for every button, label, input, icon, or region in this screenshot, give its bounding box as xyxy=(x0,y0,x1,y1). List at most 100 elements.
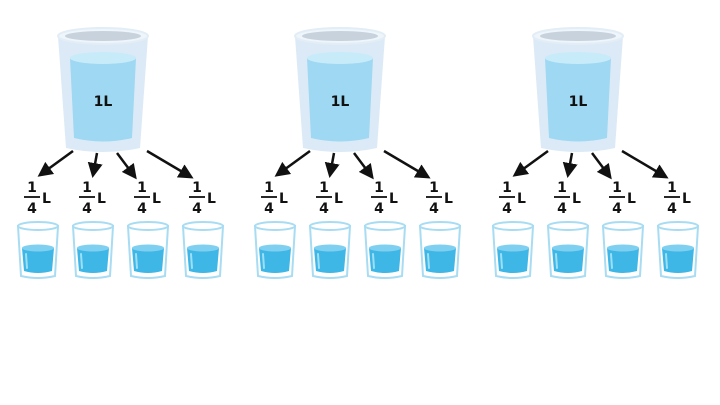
small-water-glass-icon xyxy=(126,221,170,279)
arrow-icon xyxy=(116,152,137,180)
fraction-denominator: 4 xyxy=(82,201,92,217)
small-glass-shine xyxy=(372,253,375,269)
small-glass-rim xyxy=(182,221,224,231)
small-glass-rim xyxy=(547,221,589,231)
small-water-glass-icon xyxy=(16,221,60,279)
portion-fraction: 14L xyxy=(316,180,343,217)
small-water-glass-icon xyxy=(418,221,462,279)
small-glass-shine xyxy=(190,253,193,269)
small-glass-water-surface xyxy=(132,244,164,252)
arrow-icon xyxy=(37,149,74,177)
fraction-unit: L xyxy=(444,191,453,207)
arrow-icon xyxy=(383,149,431,179)
small-water-glass-icon xyxy=(181,221,225,279)
big-glass-water xyxy=(307,58,373,142)
small-glass-shine xyxy=(610,253,613,269)
small-glass-water xyxy=(662,248,694,273)
portion-fraction: 14L xyxy=(554,180,581,217)
small-glass-water xyxy=(497,248,529,273)
small-glass-shine xyxy=(262,253,265,269)
small-water-glass-icon xyxy=(71,221,115,279)
small-glass-water-surface xyxy=(369,244,401,252)
small-glass-shine xyxy=(135,253,138,269)
small-glass-rim xyxy=(72,221,114,231)
fraction-unit: L xyxy=(572,191,581,207)
small-glass-shine xyxy=(80,253,83,269)
small-glass-rim xyxy=(492,221,534,231)
arrow-icon xyxy=(621,149,669,179)
fraction-denominator: 4 xyxy=(612,201,622,217)
fraction-numerator: 1 xyxy=(319,180,329,196)
small-glass-water-surface xyxy=(662,244,694,252)
small-glass-water xyxy=(187,248,219,273)
portion-fraction: 14L xyxy=(189,180,216,217)
portion-fraction: 14L xyxy=(261,180,288,217)
small-glass-water-surface xyxy=(77,244,109,252)
fraction-unit: L xyxy=(627,191,636,207)
fraction-numerator: 1 xyxy=(27,180,37,196)
small-water-glass-icon xyxy=(601,221,645,279)
small-glass-water xyxy=(259,248,291,273)
small-glass-rim xyxy=(602,221,644,231)
small-water-glass-icon xyxy=(656,221,700,279)
fraction-unit: L xyxy=(517,191,526,207)
fraction-numerator: 1 xyxy=(612,180,622,196)
fraction-numerator: 1 xyxy=(557,180,567,196)
water-glass-icon xyxy=(532,27,624,152)
big-glass-label: 1L xyxy=(331,94,350,110)
small-water-glass-icon xyxy=(546,221,590,279)
arrow-icon xyxy=(274,149,311,177)
small-glass-rim xyxy=(364,221,406,231)
water-glass-icon xyxy=(57,27,149,152)
small-glass-water xyxy=(314,248,346,273)
fraction-numerator: 1 xyxy=(192,180,202,196)
small-glass-water xyxy=(22,248,54,273)
fraction-unit: L xyxy=(42,191,51,207)
portion-fraction: 14L xyxy=(426,180,453,217)
fraction-unit: L xyxy=(682,191,691,207)
small-water-glass-icon xyxy=(253,221,297,279)
fraction-denominator: 4 xyxy=(667,201,677,217)
fraction-denominator: 4 xyxy=(429,201,439,217)
small-glass-water-surface xyxy=(314,244,346,252)
small-glass-shine xyxy=(555,253,558,269)
fraction-numerator: 1 xyxy=(502,180,512,196)
fraction-numerator: 1 xyxy=(82,180,92,196)
groups-layer: 1L14L14L14L14L1L14L14L14L14L1L14L14L14L1… xyxy=(16,27,700,279)
big-glass-water xyxy=(70,58,136,142)
small-glass-water-surface xyxy=(497,244,529,252)
big-glass-water xyxy=(545,58,611,142)
arrow-icon xyxy=(324,152,340,178)
portion-fraction: 14L xyxy=(134,180,161,217)
portion-fraction: 1 4L xyxy=(664,180,691,217)
fraction-numerator: 1 xyxy=(667,180,677,196)
small-glass-shine xyxy=(500,253,503,269)
big-glass-label: 1L xyxy=(569,94,588,110)
fraction-denominator: 4 xyxy=(502,201,512,217)
small-water-glass-icon xyxy=(491,221,535,279)
fraction-unit: L xyxy=(389,191,398,207)
fraction-unit: L xyxy=(279,191,288,207)
big-glass-label: 1L xyxy=(94,94,113,110)
big-glass-water-surface xyxy=(70,52,136,64)
big-glass-water-surface xyxy=(545,52,611,64)
fraction-unit: L xyxy=(207,191,216,207)
small-glass-water-surface xyxy=(607,244,639,252)
small-glass-water-surface xyxy=(552,244,584,252)
big-glass-water-surface xyxy=(307,52,373,64)
big-glass-rim-inner xyxy=(540,31,616,41)
fraction-unit: L xyxy=(152,191,161,207)
small-glass-rim xyxy=(419,221,461,231)
small-glass-water-surface xyxy=(22,244,54,252)
small-glass-water xyxy=(132,248,164,273)
small-glass-water xyxy=(369,248,401,273)
small-glass-rim xyxy=(127,221,169,231)
small-glass-water-surface xyxy=(424,244,456,252)
big-glass-rim-inner xyxy=(65,31,141,41)
fraction-numerator: 1 xyxy=(137,180,147,196)
fraction-unit: L xyxy=(334,191,343,207)
arrow-icon xyxy=(146,149,194,179)
